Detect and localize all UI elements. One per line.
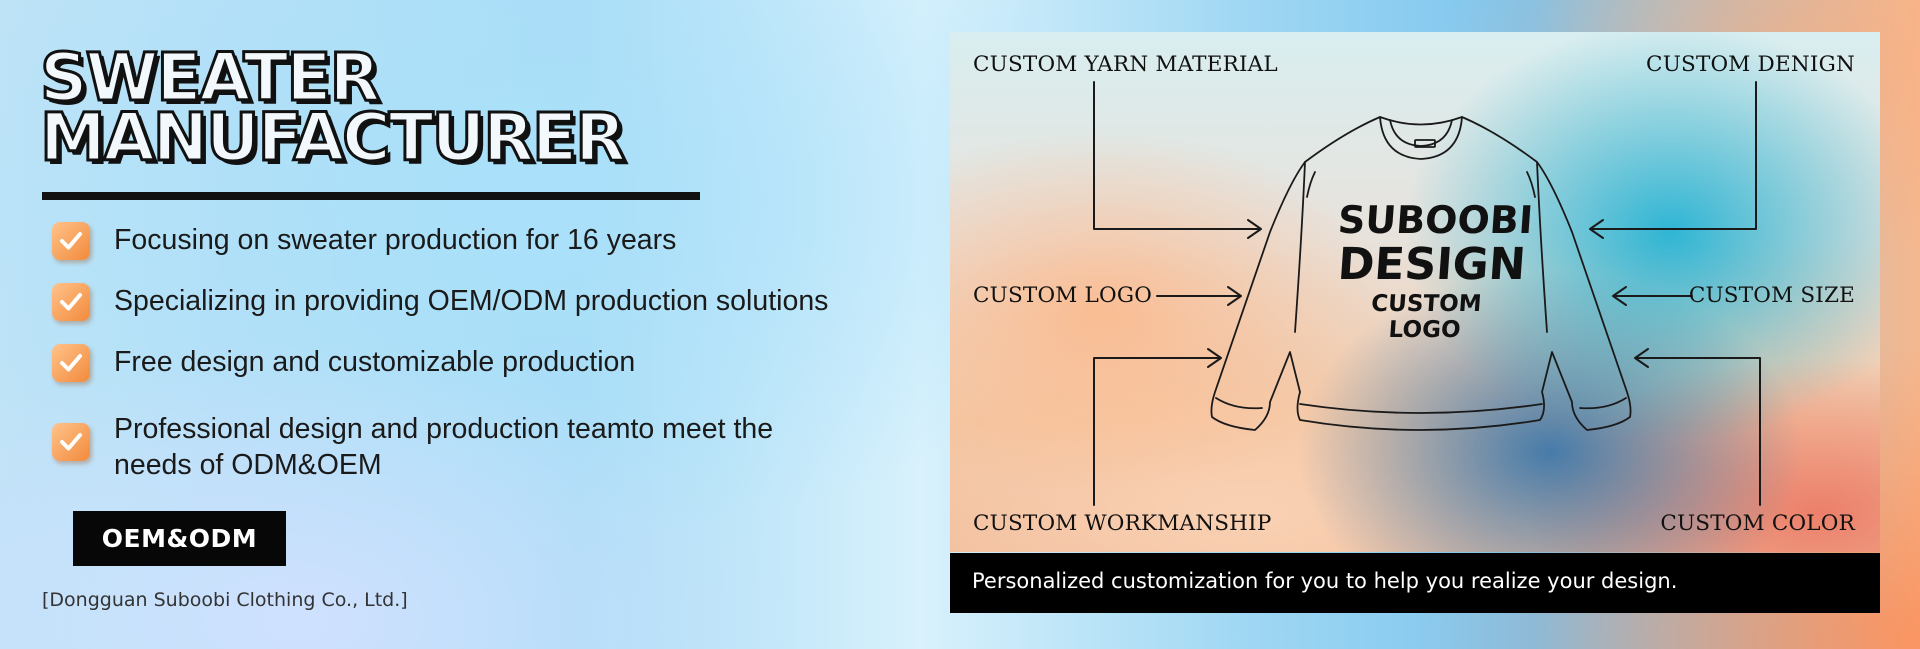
page-title: SWEATER MANUFACTURER: [39, 39, 628, 176]
label-custom-denign: CUSTOM DENIGN: [1646, 52, 1855, 77]
feature-text: Professional design and production teamt…: [114, 413, 774, 481]
title-underline: [42, 192, 700, 200]
oem-odm-badge: OEM&ODM: [73, 511, 286, 566]
label-custom-workmanship: CUSTOM WORKMANSHIP: [973, 511, 1272, 536]
company-name: [Dongguan Suboobi Clothing Co., Ltd.]: [42, 589, 408, 611]
feature-item: Specializing in providing OEM/ODM produc…: [52, 283, 854, 321]
sweater-print-custom-logo: CUSTOM LOGO: [1370, 291, 1483, 343]
check-icon: [52, 344, 90, 382]
check-icon: [52, 222, 90, 260]
sweater-print-design: DESIGN: [1336, 239, 1528, 290]
title-line-2: MANUFACTURER: [39, 99, 628, 176]
card-footer-text: Personalized customization for you to he…: [972, 569, 1678, 593]
check-icon: [52, 283, 90, 321]
check-icon: [52, 423, 90, 461]
feature-text: Free design and customizable production: [114, 346, 636, 378]
label-custom-yarn-material: CUSTOM YARN MATERIAL: [973, 52, 1278, 77]
title-line-1: SWEATER: [39, 39, 382, 116]
feature-text: Focusing on sweater production for 16 ye…: [114, 224, 677, 256]
customization-card: CUSTOM YARN MATERIAL CUSTOM DENIGN CUSTO…: [950, 32, 1880, 552]
feature-item: Focusing on sweater production for 16 ye…: [52, 222, 854, 260]
sweater-outline-icon: [1210, 116, 1632, 431]
feature-text: Specializing in providing OEM/ODM produc…: [114, 285, 829, 317]
sweater-diagram: [1093, 81, 1761, 506]
card-footer: Personalized customization for you to he…: [950, 553, 1880, 613]
label-custom-color: CUSTOM COLOR: [1660, 511, 1855, 536]
sweater-print-brand: SUBOOBI: [1336, 198, 1535, 242]
label-custom-logo: CUSTOM LOGO: [973, 283, 1153, 308]
feature-item: Free design and customizable production: [52, 344, 854, 382]
label-custom-size: CUSTOM SIZE: [1688, 283, 1855, 308]
feature-item: Professional design and production teamt…: [52, 411, 814, 483]
